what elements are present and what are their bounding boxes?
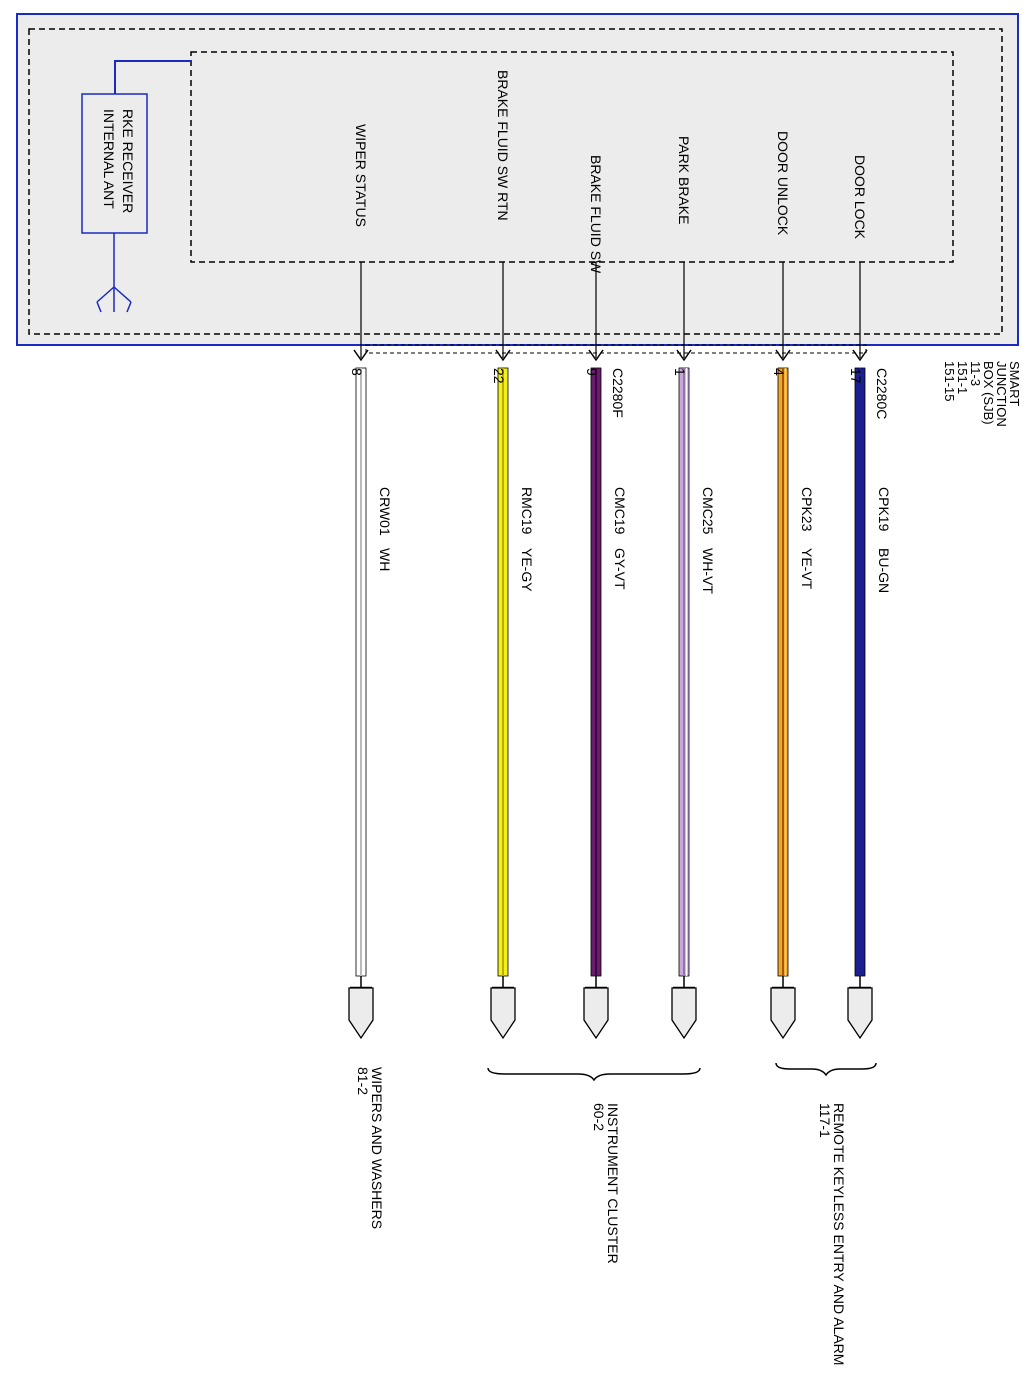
circuit-number: CMC25 xyxy=(700,487,716,535)
pin-arrow-icon xyxy=(495,349,511,362)
pin-number: 4 xyxy=(771,368,787,376)
wire-color-code: BU-GN xyxy=(876,548,892,593)
circuit-number: CPK23 xyxy=(799,487,815,532)
sjb-inner-dashed-outline xyxy=(28,28,1003,335)
connector-dashed-outline xyxy=(365,344,867,354)
antenna-icon xyxy=(96,286,132,313)
terminal-pointer-icon xyxy=(671,987,697,1040)
pin-number: 22 xyxy=(491,368,507,384)
sjb-name-line-1: SMART xyxy=(1007,361,1022,406)
pin-arrow-icon xyxy=(775,349,791,362)
terminal-pointer-icon xyxy=(583,987,609,1040)
sjb-name-line-5: 151-1 xyxy=(955,361,970,394)
circuit-number: CMC19 xyxy=(612,487,628,535)
terminal-pointer-icon xyxy=(770,987,796,1040)
dest-wipers-line-1: WIPERS AND WASHERS xyxy=(369,1067,385,1229)
pin-number: 1 xyxy=(672,368,688,376)
destination-braces xyxy=(487,1062,877,1082)
rke-label-line-2: INTERNAL ANT xyxy=(101,109,117,209)
pin-arrow-icon xyxy=(676,349,692,362)
pin-arrow-icon xyxy=(588,349,604,362)
terminal-pointer-icon xyxy=(847,987,873,1040)
rke-label-line-1: RKE RECEIVER xyxy=(120,109,136,213)
pin-number: 17 xyxy=(848,368,864,384)
dest-remote-keyless-line-1: REMOTE KEYLESS ENTRY AND ALARM xyxy=(831,1103,847,1365)
wire-color-code: WH-VT xyxy=(700,548,716,594)
function-label: PARK BRAKE xyxy=(676,136,692,224)
pin-arrow-icon xyxy=(353,349,369,362)
rke-receiver: RKE RECEIVER INTERNAL ANT xyxy=(81,60,191,313)
circuit-number: RMC19 xyxy=(519,487,535,535)
wire-color-code: YE-VT xyxy=(799,548,815,590)
function-label: BRAKE FLUID SW xyxy=(588,155,604,274)
wire-color-code: WH xyxy=(377,548,393,571)
sjb-name-line-3: BOX (SJB) xyxy=(981,361,996,425)
sjb-name: SMART JUNCTION BOX (SJB) 11-3 151-1 151-… xyxy=(942,361,1022,427)
rke-link-line xyxy=(114,60,191,94)
function-label: BRAKE FLUID SW RTN xyxy=(495,70,511,221)
connector-id: C2280C xyxy=(874,368,890,419)
dest-remote-keyless-line-2: 117-1 xyxy=(817,1103,833,1138)
sjb-controller-dashed-outline xyxy=(190,51,954,263)
pin-arrow-icon xyxy=(852,349,868,362)
function-label: WIPER STATUS xyxy=(353,124,369,227)
pin-number: 9 xyxy=(584,368,600,376)
terminal-pointer-icon xyxy=(348,987,374,1040)
pin-number: 8 xyxy=(349,368,365,376)
brace-instrument-cluster xyxy=(487,1067,701,1082)
sjb-name-line-4: 11-3 xyxy=(968,361,983,386)
brace-remote-keyless xyxy=(775,1062,877,1077)
circuit-number: CPK19 xyxy=(876,487,892,532)
dest-instrument-cluster-line-2: 60-2 xyxy=(591,1103,607,1131)
function-label: DOOR LOCK xyxy=(852,155,868,240)
terminal-pointer-icon xyxy=(490,987,516,1040)
function-label: DOOR UNLOCK xyxy=(775,131,791,236)
wire-color-code: YE-GY xyxy=(519,548,535,592)
destination-labels: REMOTE KEYLESS ENTRY AND ALARM 117-1 INS… xyxy=(355,1067,847,1365)
sjb-name-line-2: JUNCTION xyxy=(994,361,1009,427)
circuit-number: CRW01 xyxy=(377,487,393,536)
sjb-module-box xyxy=(16,13,1019,346)
dest-instrument-cluster-line-1: INSTRUMENT CLUSTER xyxy=(605,1103,621,1264)
wire-color-code: GY-VT xyxy=(612,548,628,590)
sjb-name-line-6: 151-15 xyxy=(942,361,957,401)
connector-id: C2280F xyxy=(610,368,626,418)
dest-wipers-line-2: 81-2 xyxy=(355,1067,371,1095)
